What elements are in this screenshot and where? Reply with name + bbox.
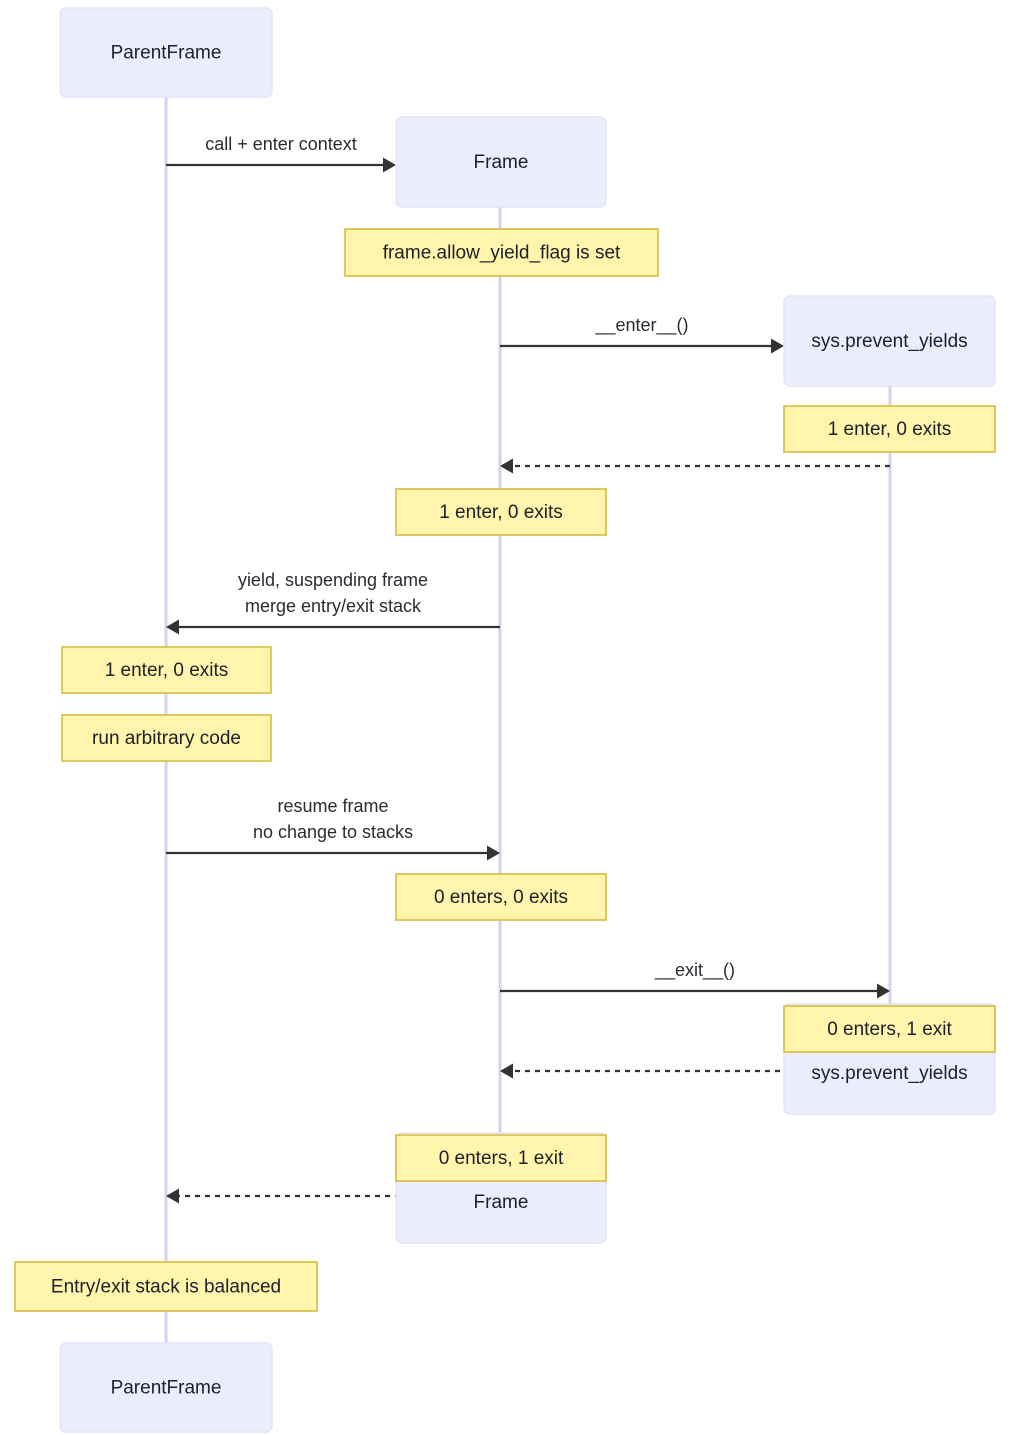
actor-top-frame[interactable]: Frame [395,116,607,208]
message-yield-suspending-frame: yield, suspending frame merge entry/exit … [166,570,500,635]
actor-label: ParentFrame [111,43,222,64]
actor-box-shape [59,1342,273,1433]
note-frame-0-enters-1-exit: 0 enters, 1 exit [395,1134,607,1182]
message-call-enter-context: call + enter context [166,134,396,173]
arrowhead-icon [771,338,784,354]
note-box-shape [783,1005,996,1053]
note-label: frame.allow_yield_flag is set [383,243,621,264]
message-enter: __enter__() [500,315,784,354]
message-exit: __exit__() [500,960,890,999]
actor-box-shape [783,295,996,387]
message-label: yield, suspending frame [238,570,428,590]
note-box-shape [61,646,272,694]
note-box-shape [344,228,659,277]
note-label: 1 enter, 0 exits [439,502,563,523]
actor-bottom-parentframe[interactable]: ParentFrame [59,1342,273,1433]
message-label: no change to stacks [253,822,413,842]
arrowhead-icon [166,619,179,635]
arrowhead-icon [877,983,890,999]
actor-box-shape [59,7,273,98]
note-allow-yield-flag: frame.allow_yield_flag is set [344,228,659,277]
note-box-shape [783,405,996,453]
message-label: __exit__() [654,960,735,981]
note-label: 1 enter, 0 exits [828,419,952,440]
messages-layer: call + enter context __enter__() yield, su… [166,134,890,1204]
note-frame-0-enters-0-exits: 0 enters, 0 exits [395,873,607,921]
message-label: call + enter context [205,134,357,154]
arrowhead-icon [487,845,500,861]
message-return-from-enter [500,458,890,474]
message-resume-frame: resume frame no change to stacks [166,796,500,861]
arrowhead-icon [166,1188,179,1204]
note-box-shape [395,488,607,536]
actor-label: sys.prevent_yields [811,331,967,352]
message-label: __enter__() [594,315,688,336]
note-box-shape [395,873,607,921]
actor-top-parentframe[interactable]: ParentFrame [59,7,273,98]
actor-top-sys[interactable]: sys.prevent_yields [783,295,996,387]
note-box-shape [395,1134,607,1182]
note-run-arbitrary-code: run arbitrary code [61,714,272,762]
note-label: run arbitrary code [92,728,241,749]
actor-label: sys.prevent_yields [811,1063,967,1084]
note-parent-1-enter-0-exits: 1 enter, 0 exits [61,646,272,694]
actor-label: ParentFrame [111,1378,222,1399]
note-label: 0 enters, 1 exit [439,1148,564,1169]
note-label: 0 enters, 0 exits [434,887,568,908]
note-sys-0-enters-1-exit: 0 enters, 1 exit [783,1005,996,1053]
note-sys-1-enter-0-exits: 1 enter, 0 exits [783,405,996,453]
actor-label: Frame [474,1192,529,1213]
note-label: 1 enter, 0 exits [105,660,229,681]
actor-label: Frame [474,152,529,173]
arrowhead-icon [383,157,396,173]
note-frame-1-enter-0-exits: 1 enter, 0 exits [395,488,607,536]
note-label: 0 enters, 1 exit [827,1019,952,1040]
message-label: merge entry/exit stack [245,596,422,616]
arrowhead-icon [500,458,513,474]
arrowhead-icon [500,1063,513,1079]
notes-layer: frame.allow_yield_flag is set 1 enter, 0 … [14,228,996,1312]
note-entry-exit-balanced: Entry/exit stack is balanced [14,1261,318,1312]
message-label: resume frame [277,796,388,816]
note-box-shape [61,714,272,762]
actor-box-shape [395,116,607,208]
note-box-shape [14,1261,318,1312]
note-label: Entry/exit stack is balanced [51,1277,281,1298]
